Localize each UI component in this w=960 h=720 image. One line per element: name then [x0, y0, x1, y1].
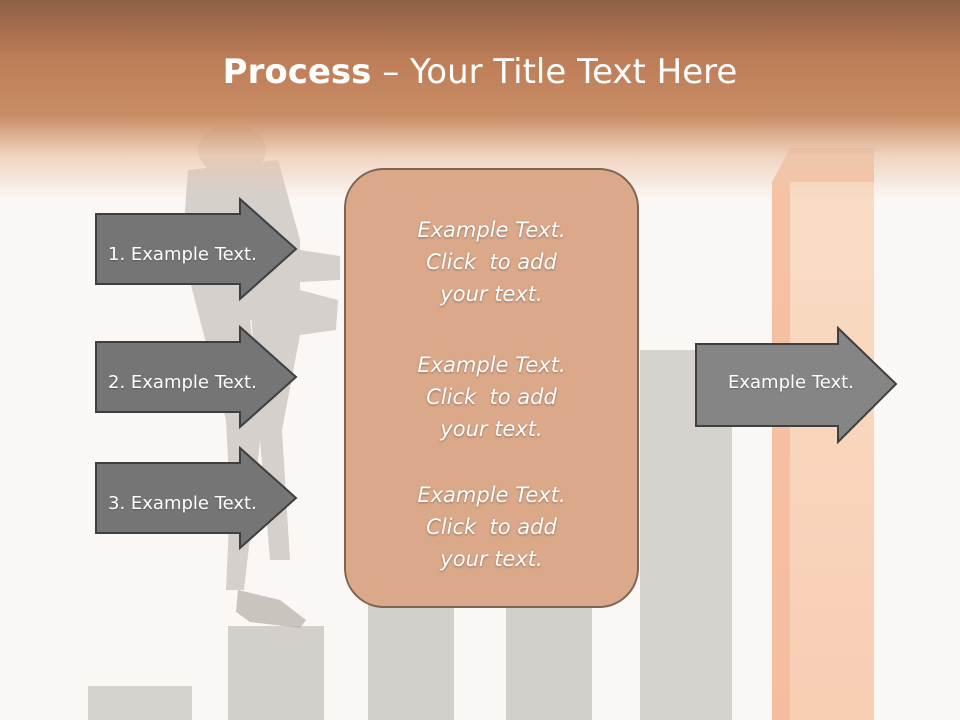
slide-title[interactable]: Process – Your Title Text Here	[0, 52, 960, 92]
center-paragraph-2-line-2: Click to add	[426, 385, 557, 409]
center-paragraph-3: Example Text. Click to add your text.	[346, 479, 637, 575]
center-text-box[interactable]: Example Text. Click to add your text. Ex…	[344, 168, 639, 608]
left-arrow-3[interactable]	[94, 446, 300, 550]
right-arrow-label: Example Text.	[728, 372, 854, 393]
bar-step-4	[506, 600, 592, 720]
left-arrow-1-label: 1. Example Text.	[108, 244, 257, 265]
center-paragraph-3-line-1: Example Text.	[417, 483, 566, 507]
left-arrow-2-label: 2. Example Text.	[108, 372, 257, 393]
right-arrow[interactable]	[694, 326, 900, 444]
center-paragraph-3-line-3: your text.	[440, 547, 543, 571]
title-separator: –	[371, 52, 411, 92]
bar-step-1	[88, 686, 192, 720]
center-paragraph-1: Example Text. Click to add your text.	[346, 214, 637, 310]
center-paragraph-3-line-2: Click to add	[426, 515, 557, 539]
bar-peach-side	[772, 182, 790, 720]
bar-step-3	[368, 600, 454, 720]
center-paragraph-2: Example Text. Click to add your text.	[346, 349, 637, 445]
center-paragraph-2-line-1: Example Text.	[417, 353, 566, 377]
title-rest: Your Title Text Here	[410, 52, 738, 92]
center-paragraph-1-line-2: Click to add	[426, 250, 557, 274]
title-bold: Process	[222, 52, 372, 92]
header-band	[0, 0, 960, 200]
left-arrow-2[interactable]	[94, 325, 300, 429]
center-paragraph-1-line-3: your text.	[440, 282, 543, 306]
center-paragraph-1-line-1: Example Text.	[417, 218, 566, 242]
bar-step-2	[228, 626, 324, 720]
left-arrow-1[interactable]	[94, 197, 300, 301]
center-paragraph-2-line-3: your text.	[440, 417, 543, 441]
left-arrow-3-label: 3. Example Text.	[108, 493, 257, 514]
